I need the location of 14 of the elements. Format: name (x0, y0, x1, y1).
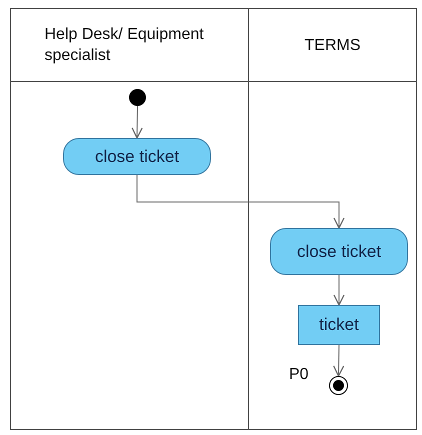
arrow (333, 274, 345, 306)
arrow (132, 106, 143, 139)
swimlane (10, 8, 249, 430)
final-node (329, 376, 348, 395)
arrow (136, 174, 345, 229)
lane-title: Help Desk/ Equipment specialist (44, 25, 205, 66)
action-node: close ticket (63, 138, 211, 175)
object-node: ticket (298, 305, 380, 345)
lane-title: TERMS (304, 36, 360, 56)
node-caption: P0 (289, 366, 309, 384)
arrow (333, 344, 344, 377)
initial-node (129, 89, 146, 106)
swimlane (248, 8, 417, 430)
action-node: close ticket (270, 228, 408, 275)
